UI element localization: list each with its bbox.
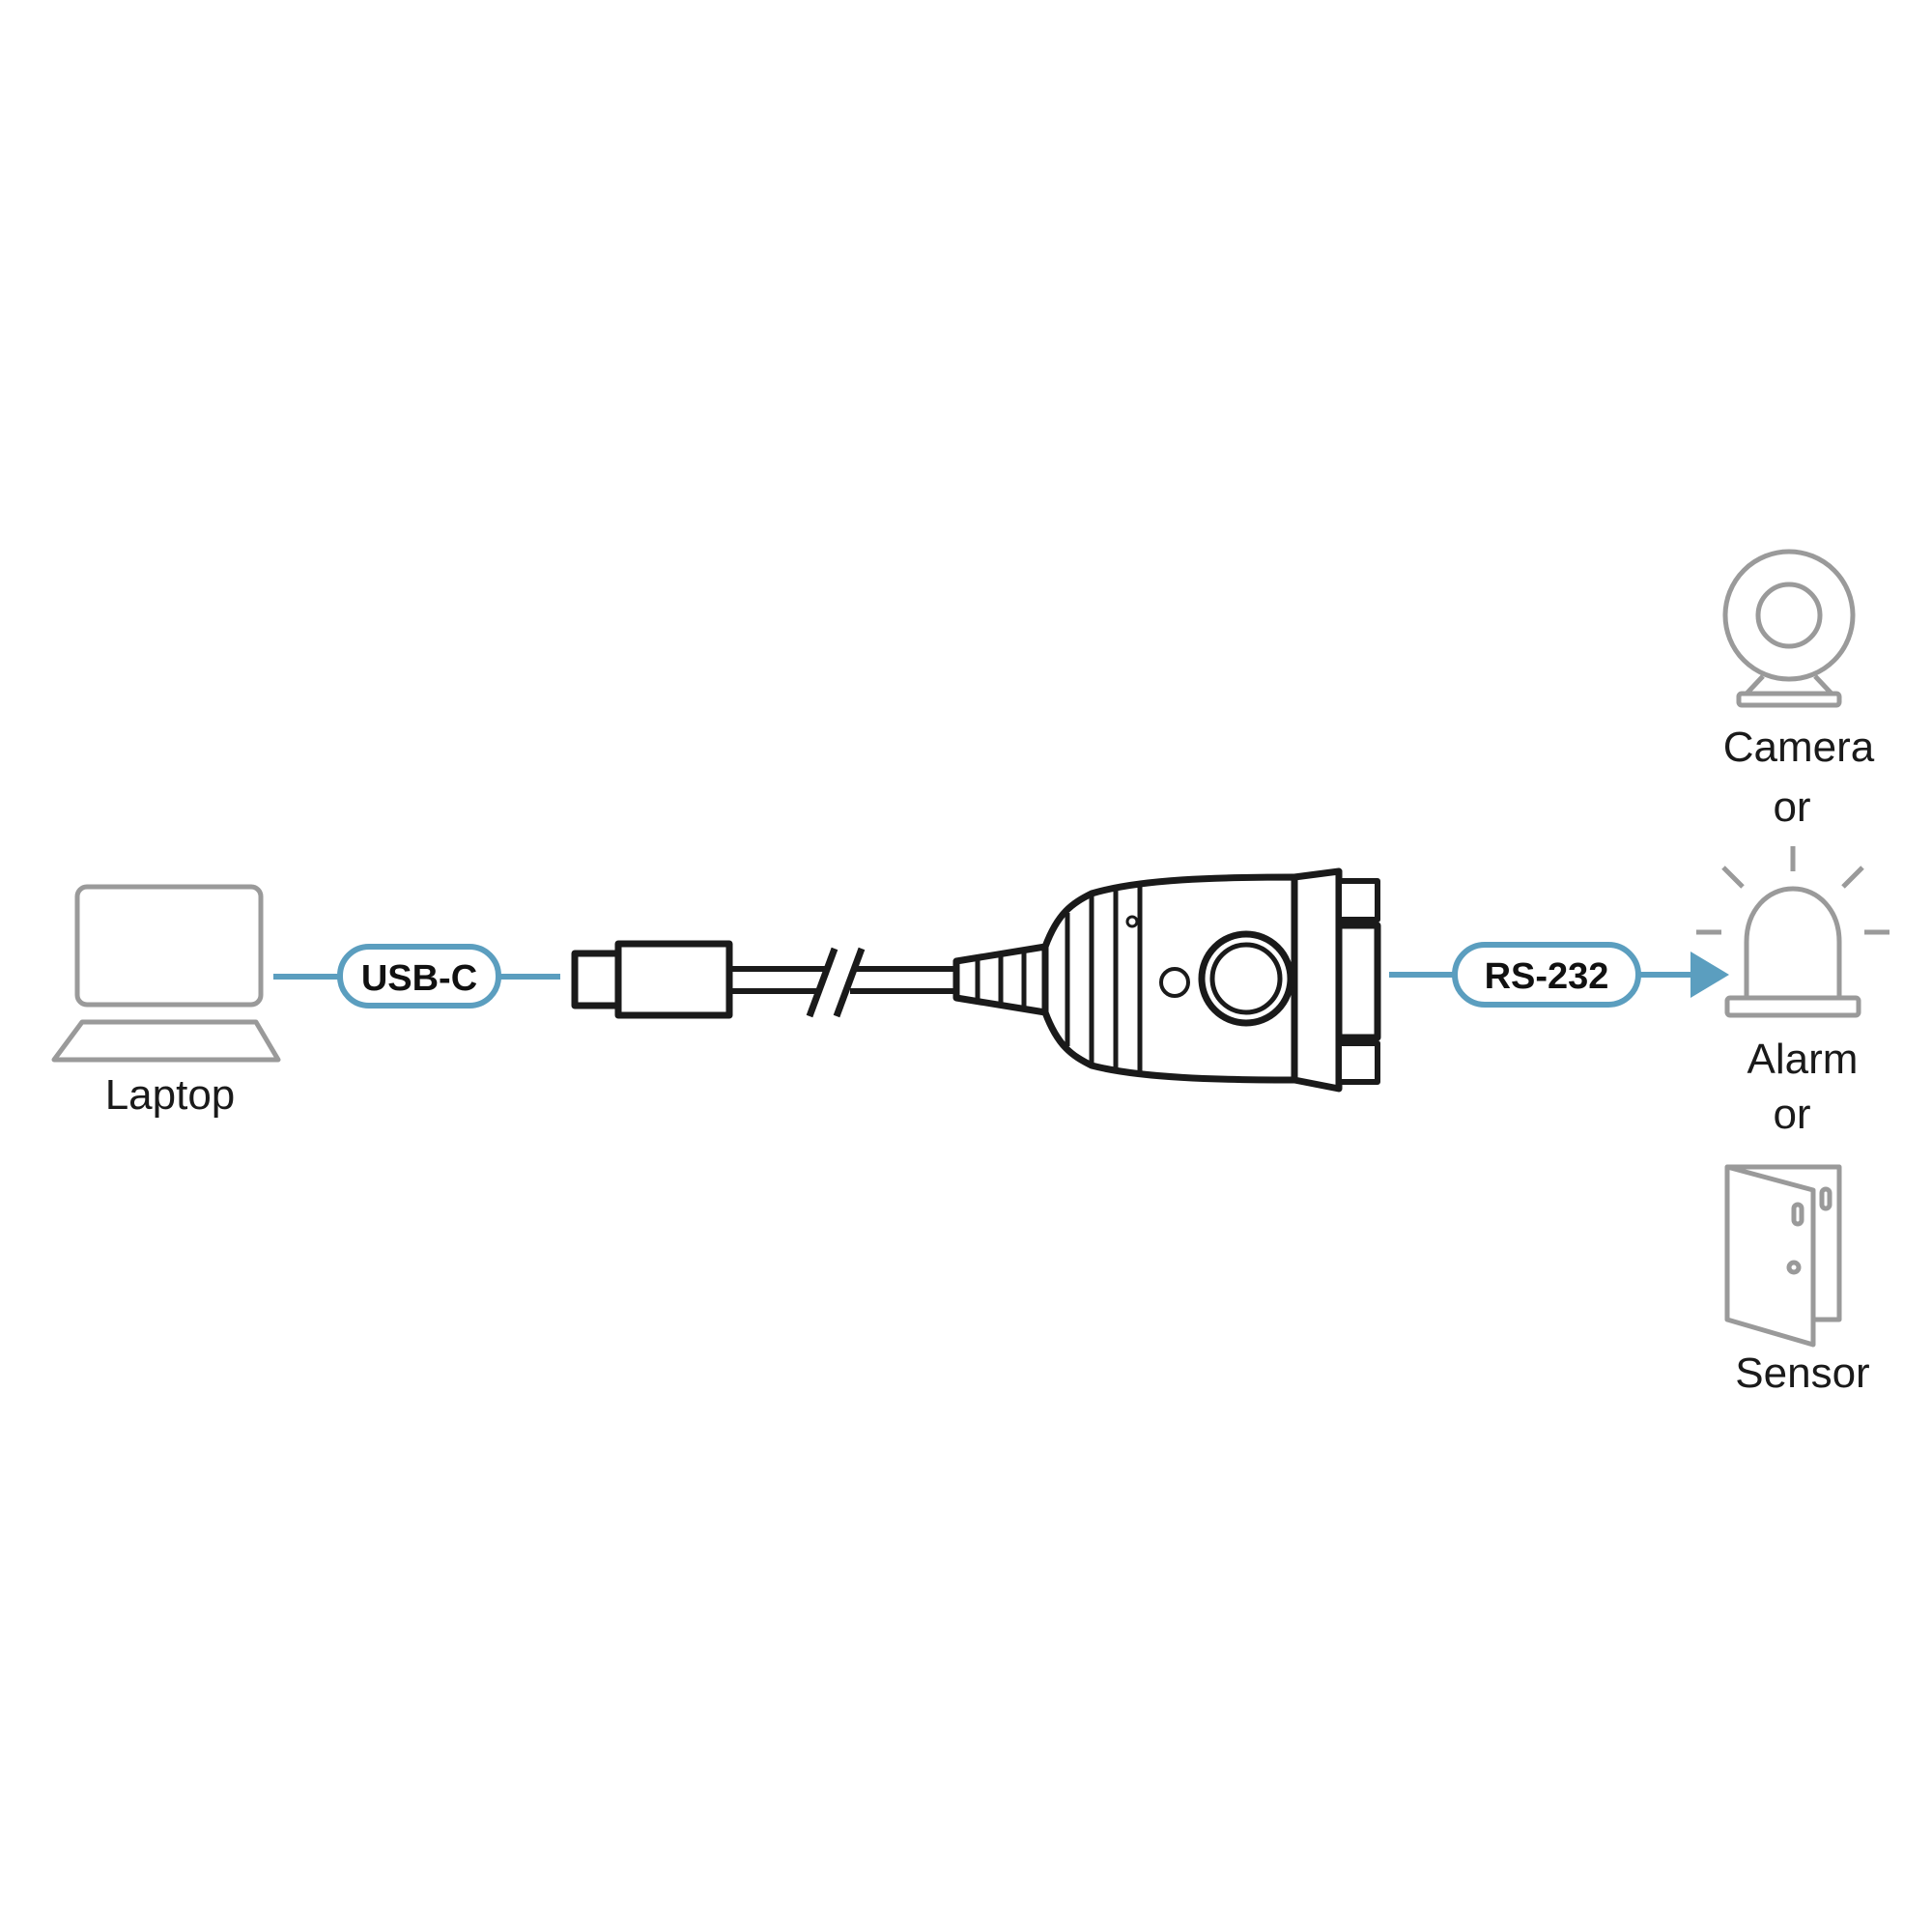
door-sensor-icon xyxy=(1724,1164,1842,1348)
alarm-label: Alarm xyxy=(1747,1036,1859,1083)
or-label-2: or xyxy=(1773,1091,1810,1138)
usb-c-plug-icon xyxy=(571,940,733,1019)
camera-label: Camera xyxy=(1723,724,1875,771)
rs-232-link xyxy=(1389,942,1729,1008)
sensor-label: Sensor xyxy=(1735,1350,1869,1397)
camera-icon xyxy=(1722,549,1856,708)
arrow-right-icon xyxy=(1690,952,1729,998)
or-label-1: or xyxy=(1773,783,1810,831)
usb-c-label: USB-C xyxy=(361,958,477,999)
laptop-icon xyxy=(51,884,281,1063)
rs-232-label: RS-232 xyxy=(1485,956,1609,997)
cable-break-icon xyxy=(729,947,956,1018)
alarm-icon xyxy=(1696,846,1889,1018)
usb-c-link xyxy=(273,944,560,1009)
laptop-label: Laptop xyxy=(105,1071,236,1119)
db9-connector-icon xyxy=(952,867,1381,1093)
